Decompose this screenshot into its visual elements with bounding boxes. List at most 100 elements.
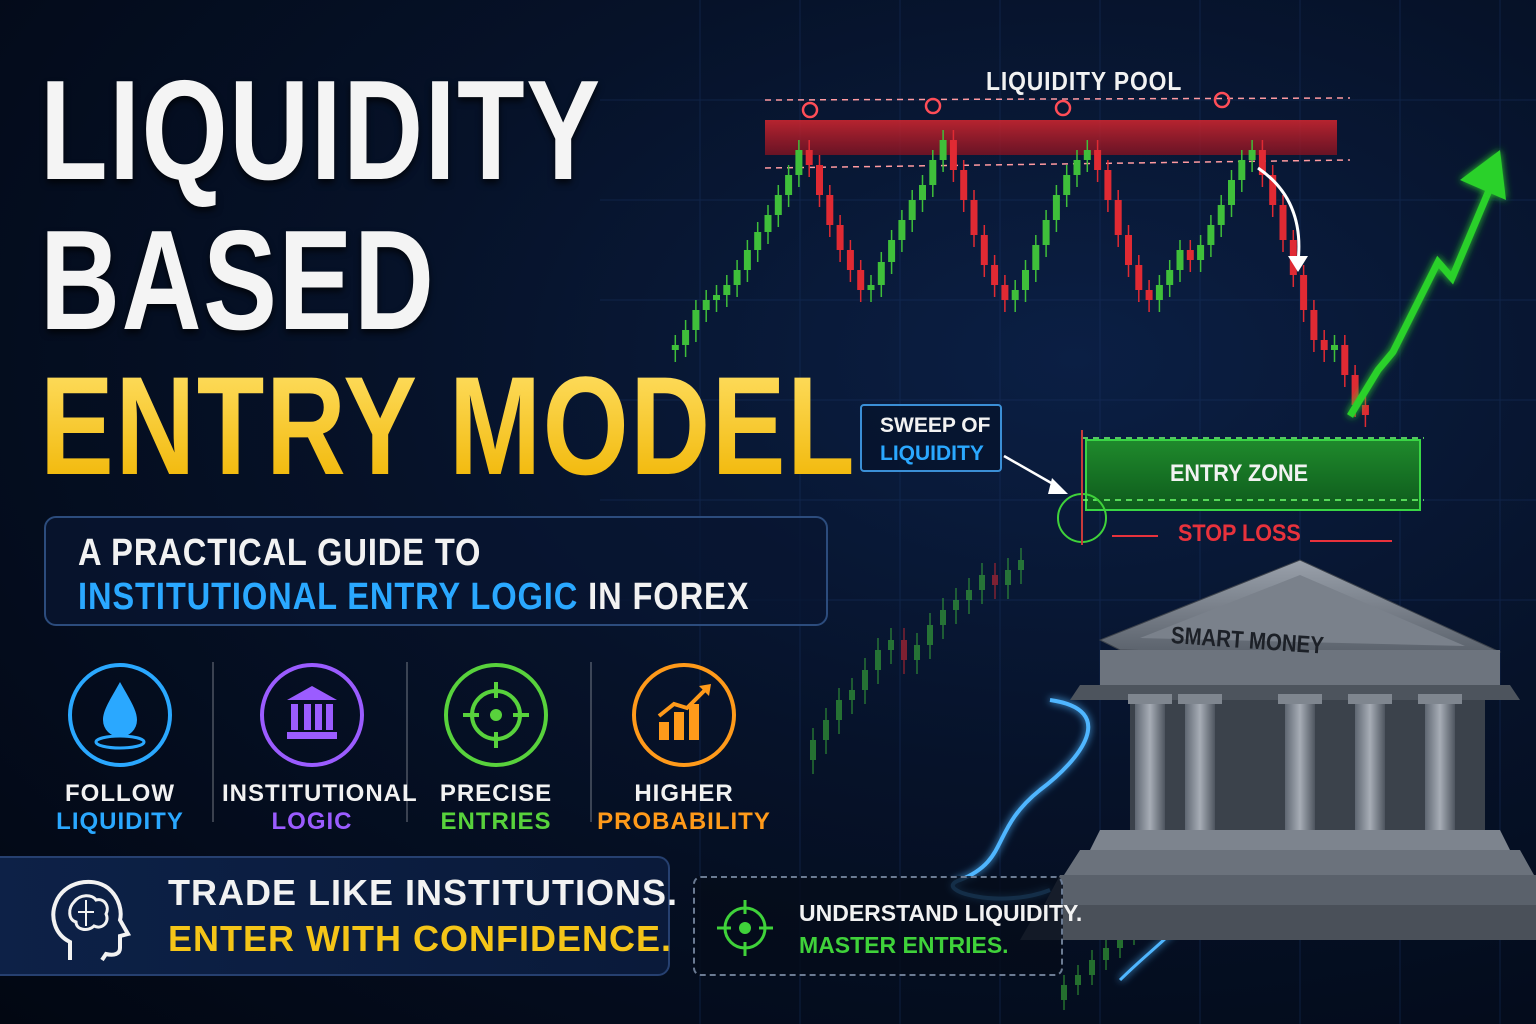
banner-line-1: TRADE LIKE INSTITUTIONS. xyxy=(168,872,678,913)
feature-4-line1: HIGHER xyxy=(634,780,734,807)
candle-body xyxy=(1061,985,1067,1000)
candle-body xyxy=(1166,270,1174,285)
liquidity-pool-band xyxy=(765,120,1337,155)
callout-line-1: UNDERSTAND LIQUIDITY. xyxy=(799,900,1083,926)
candle-body xyxy=(743,250,751,270)
candle-body xyxy=(1018,560,1024,570)
subtitle-line-1: A PRACTICAL GUIDE TO xyxy=(78,532,482,574)
title-line-1: LIQUIDITY xyxy=(40,51,602,210)
candle-body xyxy=(1005,570,1011,585)
feature-3-line2: ENTRIES xyxy=(440,808,552,835)
rising-arrow xyxy=(1347,186,1494,418)
candle-body xyxy=(857,270,865,290)
candle-body xyxy=(692,310,700,330)
entry-zone-box xyxy=(1085,439,1421,511)
banner-line-2: ENTER WITH CONFIDENCE. xyxy=(168,918,672,959)
feature-divider xyxy=(590,662,592,822)
candle-body xyxy=(1228,180,1235,205)
candle-body xyxy=(1331,345,1338,350)
liquidity-pool-label: LIQUIDITY POOL xyxy=(986,66,1183,96)
candle-body xyxy=(785,175,793,195)
liquidity-flow xyxy=(950,698,1091,901)
candle-body xyxy=(1207,225,1215,245)
sweep-label-line1: SWEEP OF xyxy=(880,414,991,437)
candle-body xyxy=(1063,175,1071,195)
candle-body xyxy=(1320,340,1328,350)
candle-body xyxy=(953,600,959,610)
candle-body xyxy=(1361,405,1369,415)
candle-body xyxy=(846,250,854,270)
candle-body xyxy=(901,640,907,660)
candle-body xyxy=(1117,935,1123,948)
candle-body xyxy=(849,690,855,700)
brain-head-icon xyxy=(51,879,132,962)
feature-divider xyxy=(406,662,408,822)
candle-body xyxy=(1073,160,1081,175)
candle-body xyxy=(823,720,829,740)
candle-body xyxy=(980,235,988,265)
subtitle-box: A PRACTICAL GUIDE TO INSTITUTIONAL ENTRY… xyxy=(44,516,828,626)
sweep-label-box: SWEEP OF LIQUIDITY xyxy=(860,404,1002,472)
candle-body xyxy=(1104,170,1112,200)
candle-body xyxy=(929,160,937,185)
candle-body xyxy=(908,200,916,220)
candle-body xyxy=(875,650,881,670)
liquidity-markers xyxy=(801,91,1231,119)
growth-chart-icon xyxy=(632,663,736,767)
candle-body xyxy=(810,740,816,760)
candle-body xyxy=(1022,270,1029,290)
candle-body xyxy=(939,140,947,160)
candle-body xyxy=(1083,150,1091,160)
candle-body xyxy=(1135,265,1143,290)
smart-money-building xyxy=(1020,559,1536,940)
drop-arrow xyxy=(1257,166,1301,263)
candle-body xyxy=(1011,290,1019,300)
price-candles xyxy=(671,130,1369,427)
feature-2-line1: INSTITUTIONAL xyxy=(222,780,418,807)
candle-body xyxy=(1341,345,1349,375)
candle-body xyxy=(1075,975,1081,985)
candle-body xyxy=(1300,275,1308,310)
candle-body xyxy=(888,640,894,650)
candle-body xyxy=(888,240,896,262)
feature-precise-entries: PRECISE ENTRIES xyxy=(406,660,586,836)
candle-body xyxy=(1042,220,1050,245)
institution-icon xyxy=(260,663,364,767)
candle-body xyxy=(723,285,731,295)
candle-body xyxy=(1145,290,1153,300)
crosshair-icon xyxy=(444,663,548,767)
candle-body xyxy=(713,295,720,300)
candle-body xyxy=(1186,250,1194,260)
candle-body xyxy=(774,195,782,215)
candle-body xyxy=(1176,250,1184,270)
candle-body xyxy=(992,575,998,585)
candle-body xyxy=(1094,150,1102,170)
candle-body xyxy=(702,300,710,310)
candle-body xyxy=(1103,948,1109,960)
candle-body xyxy=(836,225,844,250)
candle-body xyxy=(949,140,957,170)
feature-higher-probability: HIGHER PROBABILITY xyxy=(594,660,774,836)
tagline-banner: TRADE LIKE INSTITUTIONS. ENTER WITH CONF… xyxy=(0,856,677,976)
candle-body xyxy=(862,670,868,690)
candle-body xyxy=(1155,285,1163,300)
candle-body xyxy=(1269,175,1277,205)
title-line-3: ENTRY MODEL xyxy=(40,347,857,504)
candle-body xyxy=(877,262,885,285)
feature-1-line2: LIQUIDITY xyxy=(56,808,184,835)
candle-body xyxy=(1032,245,1040,270)
feature-3-line1: PRECISE xyxy=(439,780,553,807)
callout-line-2: MASTER ENTRIES. xyxy=(799,932,1009,958)
subtitle-rest: IN FOREX xyxy=(578,576,750,618)
subtitle-line-2: INSTITUTIONAL ENTRY LOGIC IN FOREX xyxy=(78,576,749,619)
candle-body xyxy=(733,270,741,285)
feature-follow-liquidity: FOLLOW LIQUIDITY xyxy=(30,660,210,836)
stop-loss-label: STOP LOSS xyxy=(1178,520,1301,547)
candle-body xyxy=(764,215,772,232)
candle-body xyxy=(927,625,933,645)
candle-body xyxy=(991,265,999,285)
title-line-2: BASED xyxy=(40,201,436,360)
feature-1-line1: FOLLOW xyxy=(65,780,175,807)
candle-body xyxy=(805,150,813,165)
candle-body xyxy=(966,590,972,600)
